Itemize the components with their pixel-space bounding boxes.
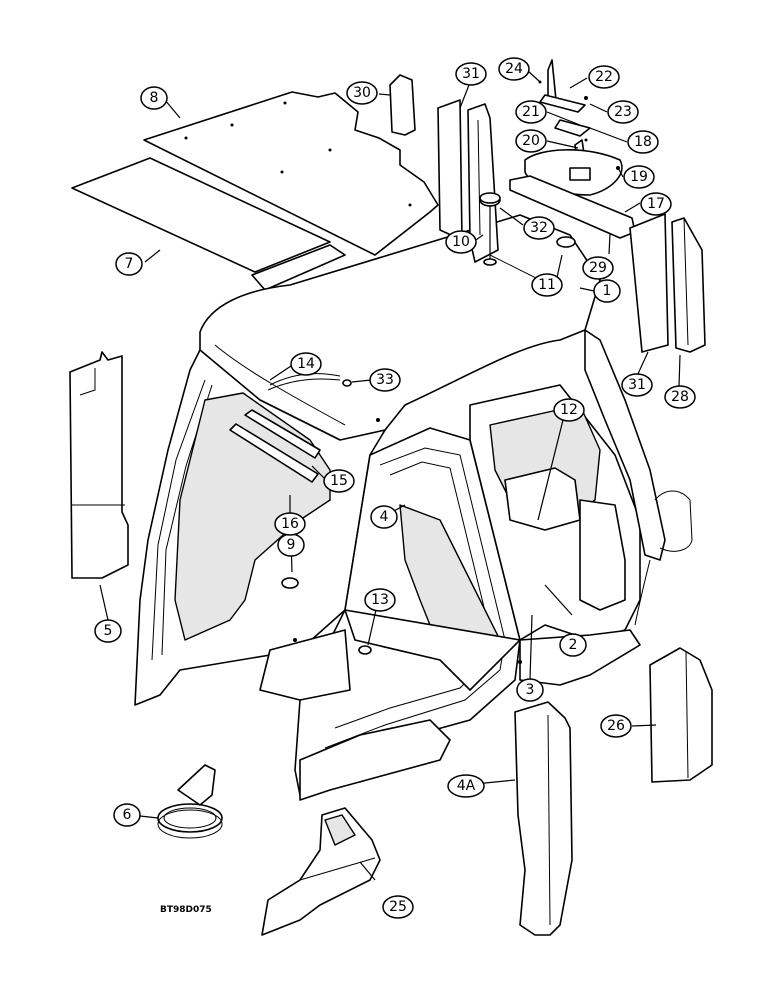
callout-19: 19 bbox=[623, 165, 655, 189]
trim-part-30 bbox=[389, 74, 416, 136]
callout-30: 30 bbox=[346, 81, 378, 105]
callout-14: 14 bbox=[290, 352, 322, 376]
svg-text:23: 23 bbox=[614, 104, 632, 120]
pillar-trim-part-28 bbox=[671, 217, 706, 353]
callout-31-right: 31 bbox=[621, 373, 653, 397]
svg-text:1: 1 bbox=[603, 283, 612, 299]
svg-text:20: 20 bbox=[522, 133, 540, 149]
callout-26: 26 bbox=[600, 714, 632, 738]
svg-text:2: 2 bbox=[569, 637, 578, 653]
callout-9: 9 bbox=[277, 533, 305, 557]
svg-text:19: 19 bbox=[630, 169, 648, 185]
svg-text:28: 28 bbox=[671, 389, 689, 405]
callout-18: 18 bbox=[627, 130, 659, 154]
seal-strip-part-5 bbox=[69, 351, 129, 579]
grommet-part-9 bbox=[281, 577, 299, 589]
trim-panel-part-4A bbox=[514, 701, 573, 936]
callout-24: 24 bbox=[498, 57, 530, 81]
svg-text:22: 22 bbox=[595, 69, 613, 85]
callout-15: 15 bbox=[323, 469, 355, 493]
callout-17: 17 bbox=[640, 192, 672, 216]
drawing-code: BT98D075 bbox=[160, 905, 212, 915]
svg-text:14: 14 bbox=[297, 356, 315, 372]
svg-text:6: 6 bbox=[123, 807, 132, 823]
svg-text:30: 30 bbox=[353, 85, 371, 101]
svg-text:8: 8 bbox=[150, 90, 159, 106]
svg-text:32: 32 bbox=[530, 220, 548, 236]
corner-trim-part-25 bbox=[261, 807, 381, 936]
svg-text:3: 3 bbox=[526, 682, 535, 698]
callout-5: 5 bbox=[94, 619, 122, 643]
callout-16: 16 bbox=[274, 512, 306, 536]
svg-text:18: 18 bbox=[634, 134, 652, 150]
strip-part-15 bbox=[244, 409, 321, 459]
svg-text:12: 12 bbox=[560, 402, 578, 418]
svg-text:31: 31 bbox=[628, 377, 646, 393]
callout-4A: 4A bbox=[447, 774, 485, 798]
svg-text:13: 13 bbox=[371, 592, 389, 608]
svg-text:15: 15 bbox=[330, 473, 348, 489]
tape-roll-part-6 bbox=[157, 764, 223, 839]
callout-10: 10 bbox=[445, 230, 477, 254]
callout-22: 22 bbox=[588, 65, 620, 89]
grommet-part-33 bbox=[342, 379, 352, 387]
callout-25: 25 bbox=[382, 895, 414, 919]
svg-text:4: 4 bbox=[380, 509, 389, 525]
floor-mat-part-8 bbox=[143, 91, 439, 256]
callout-7: 7 bbox=[115, 252, 143, 276]
svg-text:31: 31 bbox=[462, 66, 480, 82]
pillar-trim-part-31-right bbox=[629, 213, 669, 353]
svg-text:16: 16 bbox=[281, 516, 299, 532]
callout-12: 12 bbox=[553, 398, 585, 422]
callout-8: 8 bbox=[140, 86, 168, 110]
knob-part-10 bbox=[479, 192, 501, 204]
svg-text:7: 7 bbox=[125, 256, 134, 272]
callout-1: 1 bbox=[593, 279, 621, 303]
callout-4: 4 bbox=[370, 505, 398, 529]
svg-text:11: 11 bbox=[538, 277, 556, 293]
svg-text:4A: 4A bbox=[457, 778, 476, 794]
callout-3: 3 bbox=[516, 678, 544, 702]
callout-6: 6 bbox=[113, 803, 141, 827]
callout-23: 23 bbox=[607, 100, 639, 124]
plug-part-13 bbox=[358, 645, 372, 655]
callout-11: 11 bbox=[531, 273, 563, 297]
callout-21: 21 bbox=[515, 100, 547, 124]
svg-text:33: 33 bbox=[376, 372, 394, 388]
svg-text:26: 26 bbox=[607, 718, 625, 734]
callout-13: 13 bbox=[364, 588, 396, 612]
svg-text:17: 17 bbox=[647, 196, 665, 212]
callout-2: 2 bbox=[559, 633, 587, 657]
svg-text:5: 5 bbox=[104, 623, 113, 639]
svg-text:25: 25 bbox=[389, 899, 407, 915]
svg-text:24: 24 bbox=[505, 61, 523, 77]
callout-28: 28 bbox=[664, 385, 696, 409]
svg-text:21: 21 bbox=[522, 104, 540, 120]
svg-text:29: 29 bbox=[589, 260, 607, 276]
knob-part-11 bbox=[556, 236, 576, 248]
callout-32: 32 bbox=[523, 216, 555, 240]
strip-part-16 bbox=[229, 423, 319, 483]
floor-mat-part-7 bbox=[71, 157, 346, 291]
svg-text:9: 9 bbox=[287, 537, 296, 553]
callout-31-upper: 31 bbox=[455, 62, 487, 86]
wedge-trim-part-26 bbox=[649, 647, 713, 783]
callout-33: 33 bbox=[369, 368, 401, 392]
cab-frame bbox=[134, 214, 693, 801]
callout-20: 20 bbox=[515, 129, 547, 153]
callout-29: 29 bbox=[582, 256, 614, 280]
svg-text:10: 10 bbox=[452, 234, 470, 250]
